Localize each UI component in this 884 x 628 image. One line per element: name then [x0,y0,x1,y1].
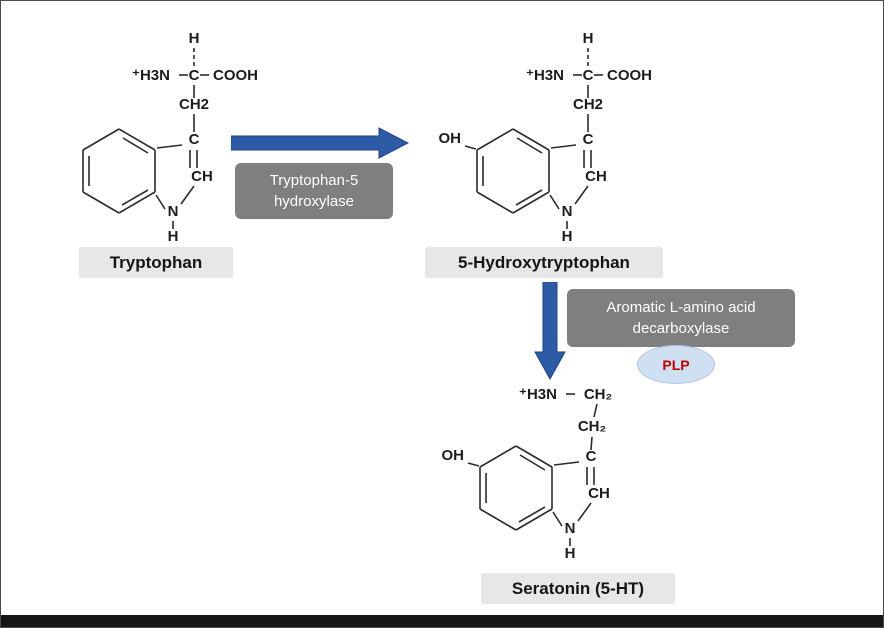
atom-ch2: CH2 [179,96,209,113]
atom-h-alpha: H [583,30,594,47]
atom-n1: N [565,520,576,537]
atom-amine: ⁺H3N [526,67,564,84]
atom-c3: C [586,448,597,465]
hydroxytryptophan-label: 5-Hydroxytryptophan [425,247,663,278]
bottom-border-bar [1,615,883,627]
hydroxytryptophan-structure: OH H ⁺H3N C COOH CH2 C CH N H [439,30,653,245]
reaction-arrow-step1 [231,127,409,159]
atom-carboxyl: COOH [213,67,258,84]
atom-amine: ⁺H3N [519,386,557,403]
atom-oh: OH [439,130,462,147]
hydroxytryptophan-bonds [464,48,603,229]
serotonin-label: Seratonin (5-HT) [481,573,675,604]
atom-n1: N [168,203,179,220]
tryptophan-bonds [82,48,209,229]
atom-c3: C [583,131,594,148]
atom-c-alpha: C [583,67,594,84]
plp-cofactor-badge: PLP [637,345,715,384]
atom-ch2-a: CH₂ [584,386,612,403]
atom-ch2-b: CH₂ [578,418,606,435]
atom-h-alpha: H [189,30,200,47]
atom-h-n1: H [562,228,573,245]
atom-carboxyl: COOH [607,67,652,84]
atom-c2: CH [191,168,213,185]
enzyme-step1-label: Tryptophan-5 hydroxylase [235,163,393,219]
atom-oh: OH [442,447,465,464]
atom-c2: CH [585,168,607,185]
atom-ch2: CH2 [573,96,603,113]
enzyme-step2-label: Aromatic L-amino acid decarboxylase [567,289,795,347]
atom-c3: C [189,131,200,148]
atom-c-alpha: C [189,67,200,84]
atom-amine: ⁺H3N [132,67,170,84]
atom-c2: CH [588,485,610,502]
serotonin-structure: OH ⁺H3N CH₂ CH₂ C CH N H [442,386,613,562]
atom-h-n1: H [168,228,179,245]
atom-n1: N [562,203,573,220]
reaction-arrow-step2 [534,282,566,380]
tryptophan-label: Tryptophan [79,247,233,278]
serotonin-bonds [467,393,598,546]
tryptophan-structure: H ⁺H3N C COOH CH2 C CH N H [82,30,258,245]
atom-h-n1: H [565,545,576,562]
